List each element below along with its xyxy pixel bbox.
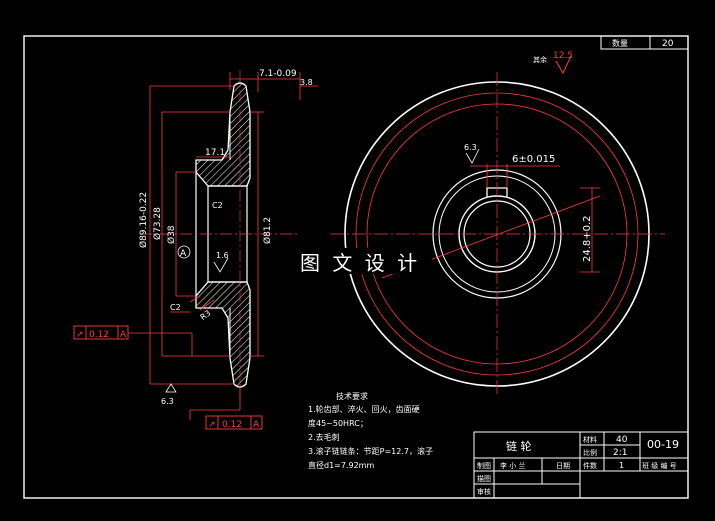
tb-drafter-label: 制图: [477, 461, 491, 470]
tol-bottom-value: 0.12: [222, 420, 242, 430]
dim-od-hub: Ø73.28: [152, 207, 163, 240]
dim-c2-b: C2: [170, 303, 181, 312]
roughness-1: 1.6: [216, 251, 229, 260]
tech-req-line-4: 3.滚子链链条：节距P=12.7，滚子: [308, 446, 433, 456]
roughness-2-symbol: [165, 383, 177, 393]
tb-scale-value: 2:1: [613, 448, 627, 458]
title-block: [473, 431, 689, 499]
roughness-3-symbol: [465, 148, 480, 164]
roughness-3: 6.3: [464, 143, 477, 152]
roughness-other: 其余 12.5: [533, 51, 573, 75]
tech-req-line-5: 直径d1=7.92mm: [308, 460, 374, 470]
tol-bottom-datum: A: [253, 420, 260, 430]
tol-left-symbol: ↗: [76, 330, 84, 340]
corner-label: 数量: [612, 38, 628, 48]
datum-a-circle: [177, 245, 191, 259]
tol-bottom-symbol: ↗: [208, 420, 216, 430]
tech-req-line-1: 1.轮齿部、淬火、回火，齿面硬: [308, 404, 420, 414]
watermark: 图 文 设 计: [300, 251, 420, 275]
dim-bore-dia: Ø38: [166, 225, 177, 244]
tb-material-value: 40: [616, 435, 628, 445]
tolerance-frame-bottom: ↗ 0.12 A: [205, 415, 263, 430]
tb-material-label: 材料: [583, 435, 597, 444]
datum-a-label: A: [180, 249, 187, 259]
roughness-other-value: 12.5: [553, 51, 573, 61]
tolerance-frame-left: ↗ 0.12 A: [73, 325, 129, 340]
dim-lines: [128, 72, 318, 420]
dim-c2-a: C2: [212, 201, 223, 210]
dim-hub-width: 7.1-0.09: [259, 69, 297, 79]
tb-checker-label: 描图: [477, 474, 491, 483]
dim-r3: R3: [199, 308, 213, 321]
dim-bore-length: 17.1: [205, 148, 225, 158]
roughness-1-symbol: [213, 257, 229, 273]
front-view: 6±0.015 24.8+0.2 6.3: [330, 72, 665, 396]
corner-quantity-box: 数量 20: [600, 35, 689, 50]
tb-reviewer-label: 审核: [477, 487, 491, 496]
dim-key-depth: 24.8+0.2: [582, 215, 593, 262]
dim-chamfer-top: 3.8: [300, 78, 313, 87]
section-upper: [195, 82, 251, 187]
tol-left-datum: A: [120, 330, 127, 340]
tb-quantity-value: 1: [619, 461, 624, 470]
tb-school: 班 级 编 号: [642, 461, 677, 470]
dim-key-width: 6±0.015: [512, 154, 555, 165]
roughness-2: 6.3: [161, 397, 174, 406]
tech-req-line-2: 度45~50HRC；: [308, 418, 368, 428]
tb-drafter-name: 李 小 兰: [500, 461, 525, 470]
tol-left-value: 0.12: [89, 330, 109, 340]
tb-part-name: 链 轮: [506, 439, 532, 453]
roughness-other-label: 其余: [533, 55, 547, 64]
tech-req-heading: 技术要求: [336, 391, 368, 401]
drawing-border: [23, 35, 689, 499]
section-view: 7.1-0.09 3.8 17.1 Ø89.16-0.22 Ø73.28 Ø38…: [73, 69, 318, 430]
dim-root-dia: Ø81.2: [262, 217, 273, 244]
tb-scale-label: 比例: [583, 448, 597, 457]
dim-od-tooth: Ø89.16-0.22: [138, 192, 149, 248]
watermark-bg: [296, 248, 432, 274]
tb-quantity-label: 件数: [583, 461, 597, 470]
section-lower: [195, 281, 251, 388]
corner-value: 20: [662, 39, 674, 49]
technical-requirements: 技术要求 1.轮齿部、淬火、回火，齿面硬 度45~50HRC； 2.去毛刺 3.…: [308, 391, 433, 470]
roughness-symbol: [555, 55, 572, 75]
tech-req-line-3: 2.去毛刺: [308, 432, 340, 442]
tb-date-label: 日期: [556, 462, 570, 470]
tb-drawing-no: 00-19: [647, 438, 679, 451]
